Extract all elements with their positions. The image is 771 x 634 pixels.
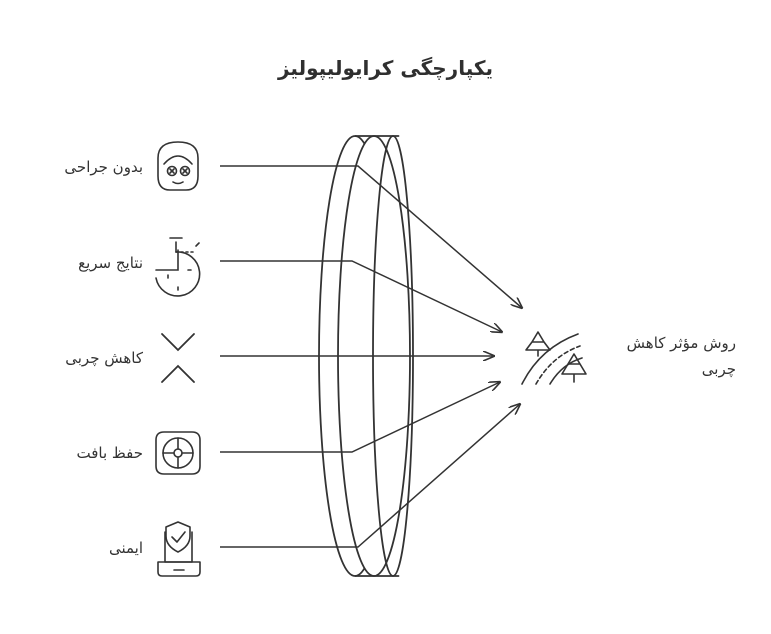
benefit-label-no-surgery: بدون جراحی [64, 158, 143, 176]
benefit-label-fat-reduction: کاهش چربی [65, 349, 143, 367]
shield-check-icon [157, 521, 201, 577]
smiling-face-icon [157, 141, 199, 191]
target-label: روش مؤثر کاهش چربی [626, 334, 736, 378]
connector-safety [220, 404, 520, 548]
tissue-wheel-icon [155, 431, 201, 475]
road-with-trees-icon [521, 331, 587, 385]
diagram-title: یکپارچگی کرایولیپولیز [277, 56, 494, 80]
stopwatch-icon [155, 237, 201, 297]
benefit-label-tissue-preservation: حفظ بافت [76, 444, 143, 462]
connector-tissue-preservation [220, 382, 500, 453]
benefit-label-safety: ایمنی [108, 539, 143, 557]
converging-arrows-icon [161, 333, 195, 383]
benefit-label-fast-results: نتایج سریع [78, 254, 143, 272]
connector-fast-results [220, 260, 502, 332]
connector-no-surgery [220, 165, 522, 308]
